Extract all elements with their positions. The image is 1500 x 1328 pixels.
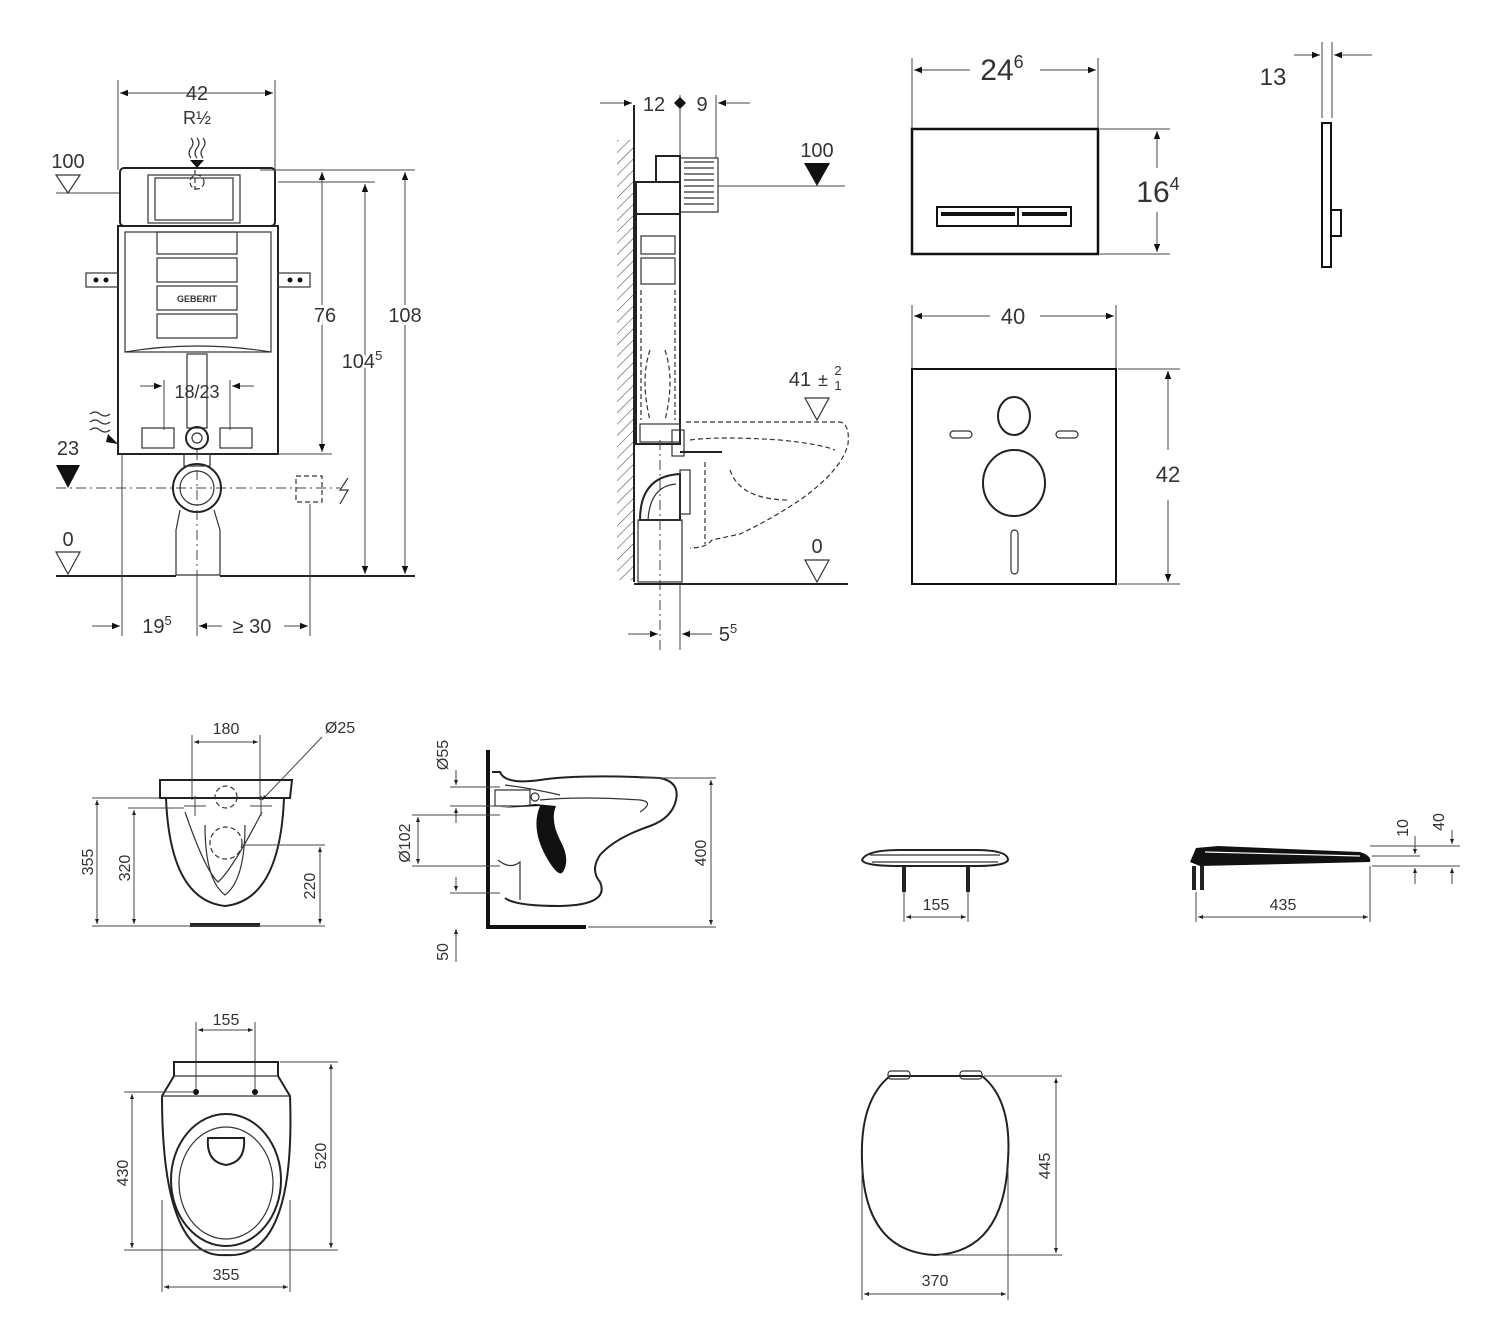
bowl-side-view: Ø55 Ø102 50 400: [397, 740, 716, 962]
seat-front-view: 155: [860, 849, 1010, 922]
depth-12-label: 12: [643, 94, 665, 116]
pad-height-label: 42: [1156, 462, 1180, 487]
bowl-d102-label: Ø102: [397, 823, 414, 862]
top-width-label: 355: [213, 1267, 240, 1284]
sound-pad-view: 40 42: [911, 304, 1180, 585]
offset-5-5-label: 55: [719, 621, 737, 646]
bowl-hole-spacing-label: 180: [213, 721, 240, 738]
thread-label: R½: [183, 108, 211, 128]
plate-thickness-label: 13: [1260, 64, 1287, 91]
frame-front-view: 42 R½ 100 GEBERIT: [51, 80, 425, 638]
tol-pm-label: ±: [818, 370, 828, 390]
bowl-h50-label: 50: [435, 943, 452, 961]
bowl-hole-dia-label: Ø25: [325, 720, 355, 737]
depth-9-label: 9: [696, 94, 707, 116]
bowl-h400-label: 400: [693, 840, 710, 867]
seat-length-label: 435: [1270, 897, 1297, 914]
seat-h40-label: 40: [1431, 813, 1448, 831]
brand-label: GEBERIT: [177, 294, 218, 304]
plate-width-label: 246: [980, 52, 1023, 87]
seat-height-label: 41: [789, 369, 811, 391]
top-hole-spacing-label: 155: [213, 1012, 240, 1029]
width-42-label: 42: [186, 83, 208, 105]
plate-height-label: 164: [1136, 174, 1179, 209]
seat-top-length-label: 445: [1037, 1153, 1054, 1180]
offset-19-5-label: 195: [142, 613, 171, 638]
height-108-label: 108: [388, 305, 421, 327]
bowl-h220-label: 220: [302, 873, 319, 900]
flush-plate-view: 246 164 13: [910, 42, 1372, 268]
bowl-h355-label: 355: [80, 849, 97, 876]
height-76-label: 76: [314, 305, 336, 327]
side-level-100-label: 100: [800, 140, 833, 162]
top-length-430-label: 430: [115, 1160, 132, 1187]
level-0-label: 0: [62, 529, 73, 551]
bowl-front-view: 180 Ø25 355 320 220: [80, 720, 355, 927]
bowl-d55-label: Ø55: [435, 740, 452, 770]
height-104-5-label: 1045: [342, 348, 383, 373]
bowl-h320-label: 320: [117, 855, 134, 882]
bowl-top-view: 155 430 520 355: [115, 1012, 338, 1292]
seat-top-width-label: 370: [922, 1273, 949, 1290]
pipe-18-23-label: 18/23: [174, 382, 219, 402]
level-100-label: 100: [51, 151, 84, 173]
pad-width-label: 40: [1001, 304, 1025, 329]
seat-side-view: 435 10 40: [1190, 813, 1460, 922]
seat-spacing-label: 155: [923, 897, 950, 914]
spacing-30-label: ≥ 30: [233, 616, 272, 638]
seat-top-view: 445 370: [860, 1070, 1062, 1300]
top-length-520-label: 520: [313, 1143, 330, 1170]
frame-side-view: 12 9 100 41 ± 2 1: [600, 94, 849, 650]
seat-h10-label: 10: [1395, 819, 1412, 837]
side-level-0-label: 0: [811, 536, 822, 558]
tol-2-label: 2: [834, 363, 841, 378]
tol-1-label: 1: [834, 378, 841, 393]
level-23-label: 23: [57, 438, 79, 460]
